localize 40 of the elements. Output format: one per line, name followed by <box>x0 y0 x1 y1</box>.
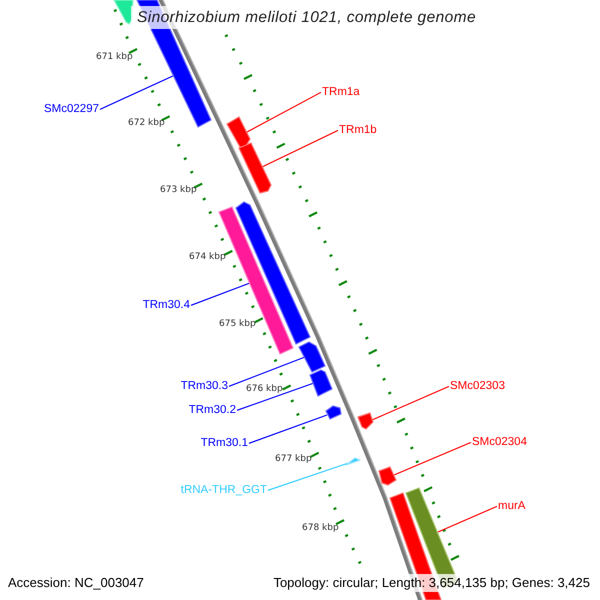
leader-line <box>236 382 314 411</box>
scale-label: 674 kbp <box>189 253 226 263</box>
gene-feature <box>345 457 361 466</box>
leader-line <box>248 414 328 444</box>
scale-label: 675 kbp <box>219 320 256 330</box>
leader-line <box>372 386 450 420</box>
gene-label: TRm30.3 <box>180 380 228 393</box>
scale-label: 676 kbp <box>246 385 283 395</box>
gene-feature <box>113 0 134 25</box>
gene-label: TRm30.4 <box>142 299 190 312</box>
gene-feature <box>309 369 333 397</box>
scale-label: 677 kbp <box>275 455 312 465</box>
gene-feature <box>226 116 251 148</box>
leader-line <box>262 130 338 168</box>
scale-label: 673 kbp <box>160 186 197 196</box>
leader-line <box>246 92 322 132</box>
gene-feature <box>378 466 397 486</box>
gene-feature <box>325 405 342 420</box>
gene-feature <box>235 201 311 345</box>
leader-line <box>394 442 472 476</box>
gene-feature <box>298 341 326 373</box>
leader-line <box>100 74 176 110</box>
leader-line <box>438 506 498 532</box>
gene-label: SMc02297 <box>44 103 99 116</box>
gene-label: TRm1a <box>322 86 360 99</box>
gene-label: SMc02304 <box>472 436 527 449</box>
gene-label: TRm1b <box>339 124 377 137</box>
leader-line <box>268 462 350 491</box>
gene-label: TRm30.1 <box>200 437 248 450</box>
leader-line <box>190 282 250 306</box>
gene-feature <box>238 142 272 194</box>
gene-label: TRm30.2 <box>188 404 236 417</box>
gene-label: tRNA-THR_GGT <box>180 484 267 497</box>
leader-line <box>228 356 306 387</box>
scale-label: 678 kbp <box>302 524 339 534</box>
scale-label: 672 kbp <box>128 119 165 129</box>
gene-label: SMc02303 <box>450 380 505 393</box>
gene-label: murA <box>498 500 526 513</box>
gene-feature <box>357 412 374 430</box>
scale-label: 671 kbp <box>96 53 133 63</box>
